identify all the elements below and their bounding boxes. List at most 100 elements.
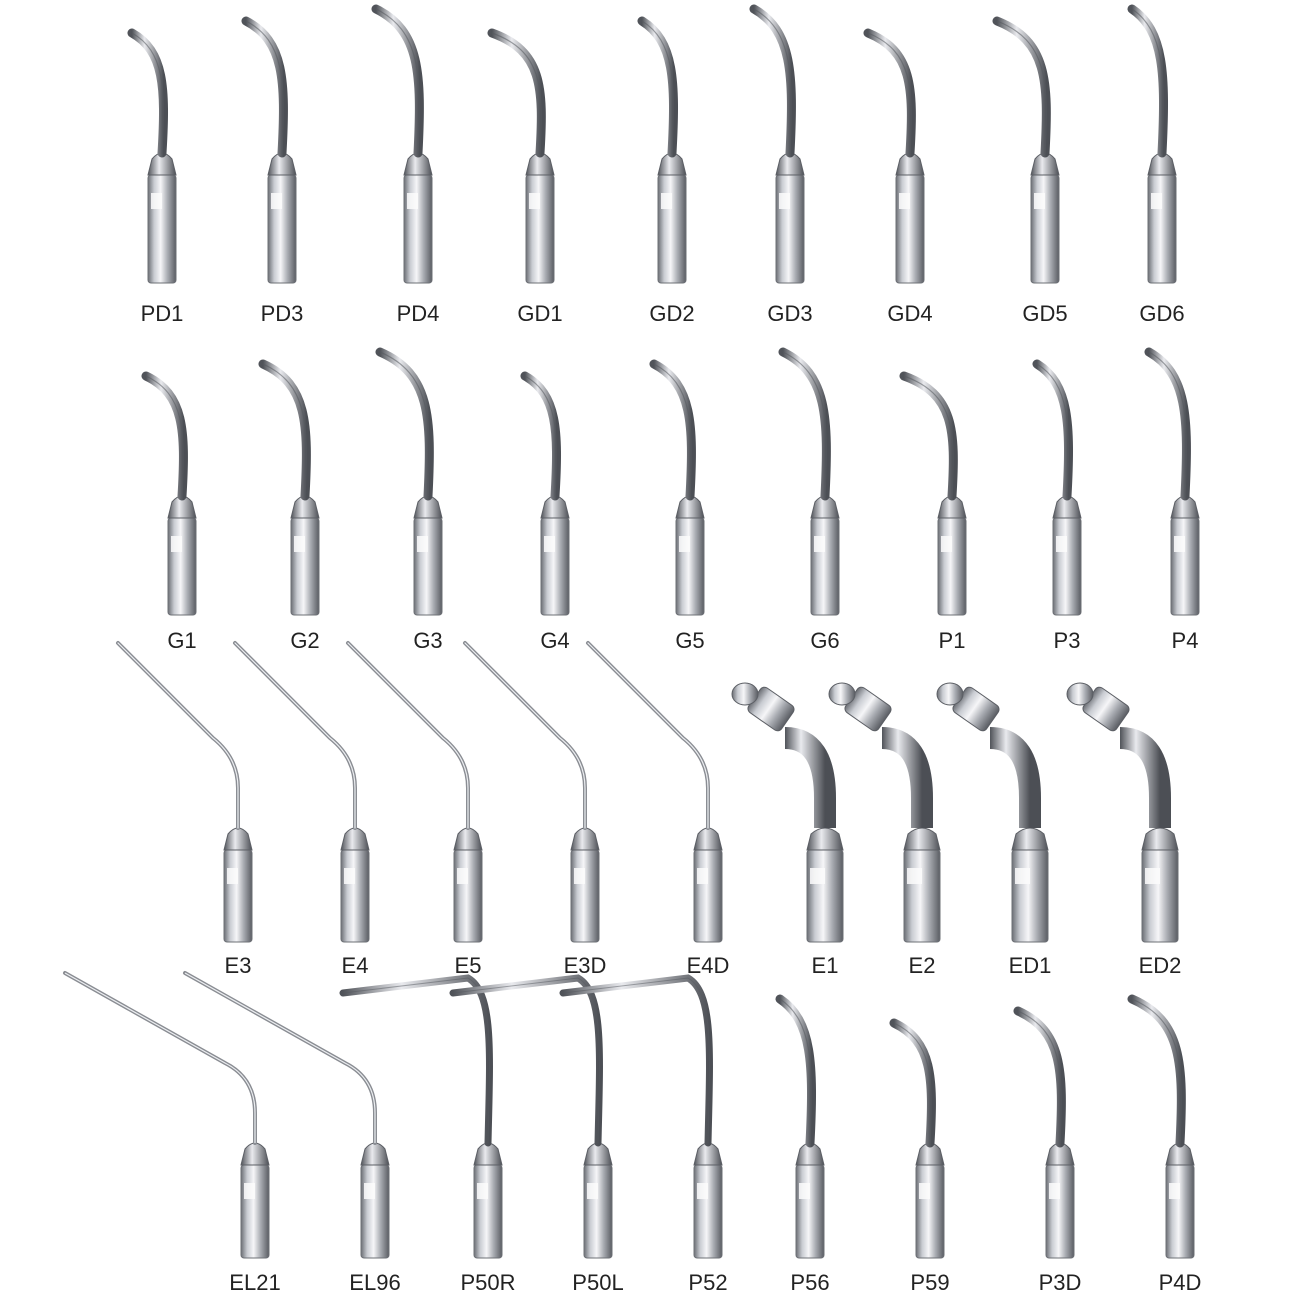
tip-body bbox=[775, 174, 805, 284]
scaler-tip bbox=[637, 16, 687, 284]
tip-facet bbox=[364, 1183, 375, 1199]
tip-body bbox=[223, 849, 253, 943]
tip-label: P56 bbox=[790, 1270, 830, 1295]
tip-body bbox=[1170, 517, 1200, 616]
scaler-tip bbox=[992, 16, 1060, 284]
scaler-tip bbox=[778, 347, 840, 616]
tip-shank-edge bbox=[1131, 8, 1165, 154]
tip-shank-edge bbox=[1017, 1010, 1062, 1144]
tip-body bbox=[147, 174, 177, 284]
scaler-tip bbox=[1066, 682, 1179, 943]
tip-facet bbox=[919, 1183, 930, 1199]
tip-file-shine bbox=[464, 642, 586, 829]
tip-facet bbox=[1034, 193, 1045, 209]
tip-body bbox=[1052, 517, 1082, 616]
tip-facet bbox=[587, 1183, 598, 1199]
tip-elbow bbox=[881, 727, 933, 828]
tip-label: P50R bbox=[460, 1270, 516, 1295]
tip-body bbox=[693, 1164, 723, 1259]
scaler-tip bbox=[749, 4, 805, 284]
tip-cap bbox=[936, 682, 964, 706]
tip-shank-edge bbox=[893, 1022, 933, 1144]
tip-collar bbox=[223, 827, 253, 851]
tip-shank bbox=[487, 28, 546, 158]
tip-label: P52 bbox=[688, 1270, 728, 1295]
tip-collar bbox=[360, 1142, 390, 1166]
tip-facet bbox=[941, 536, 952, 552]
tip-hook-edge bbox=[342, 977, 490, 1144]
tip-elbow bbox=[784, 727, 836, 828]
tip-facet bbox=[407, 193, 418, 209]
tip-body bbox=[795, 1164, 825, 1259]
tip-label: GD6 bbox=[1139, 301, 1185, 326]
tip-shank-edge bbox=[996, 20, 1047, 154]
tip-body bbox=[1045, 1164, 1075, 1259]
tip-label: E1 bbox=[811, 953, 839, 978]
tip-body bbox=[360, 1164, 390, 1259]
tip-body bbox=[403, 174, 433, 284]
tip-collar bbox=[1011, 827, 1049, 851]
scaler-tip bbox=[1032, 359, 1082, 616]
tip-file-shine bbox=[234, 642, 356, 829]
scaler-tip bbox=[258, 359, 320, 616]
scaler-tip bbox=[183, 971, 390, 1259]
tip-shank-edge bbox=[867, 32, 912, 154]
tip-file-shine bbox=[347, 642, 469, 829]
tip-body bbox=[340, 849, 370, 943]
tip-file bbox=[463, 641, 587, 830]
scaler-tip bbox=[375, 347, 443, 616]
tip-file bbox=[116, 641, 240, 830]
tip-file-shine bbox=[184, 972, 376, 1143]
tip-facet bbox=[779, 193, 790, 209]
tip-shank bbox=[749, 4, 796, 158]
tip-body bbox=[1030, 174, 1060, 284]
tip-elbow bbox=[989, 727, 1041, 828]
tip-label: P3 bbox=[1053, 628, 1081, 653]
tip-label: GD3 bbox=[767, 301, 813, 326]
tip-shank bbox=[520, 371, 561, 501]
tip-body bbox=[453, 849, 483, 943]
tip-file-shine bbox=[117, 642, 239, 829]
tip-label: PD1 bbox=[140, 301, 184, 326]
tip-label: EL21 bbox=[229, 1270, 281, 1295]
tip-shank-edge bbox=[1036, 363, 1070, 497]
tip-hook bbox=[449, 974, 603, 1147]
tip-facet bbox=[1151, 193, 1162, 209]
tip-cap bbox=[1066, 682, 1094, 706]
tip-collar bbox=[453, 827, 483, 851]
tip-label: GD5 bbox=[1022, 301, 1068, 326]
tip-shank-edge bbox=[782, 351, 827, 497]
tip-hook-edge bbox=[452, 977, 600, 1144]
tip-shank-edge bbox=[753, 8, 793, 154]
tip-shank bbox=[637, 16, 679, 158]
tip-label: GD2 bbox=[649, 301, 695, 326]
tip-file-shine bbox=[64, 972, 256, 1143]
tip-facet bbox=[810, 868, 825, 884]
tip-body bbox=[583, 1164, 613, 1259]
tip-shank bbox=[258, 359, 311, 501]
tip-facet bbox=[799, 1183, 810, 1199]
tip-label: P50L bbox=[572, 1270, 624, 1295]
tip-shank bbox=[1013, 1006, 1066, 1148]
tip-label: G2 bbox=[290, 628, 320, 653]
tip-shank-edge bbox=[131, 32, 165, 154]
tip-facet bbox=[661, 193, 672, 209]
tip-facet bbox=[344, 868, 355, 884]
scaler-tip bbox=[863, 28, 925, 284]
tip-label: E3D bbox=[563, 953, 607, 978]
tip-hook bbox=[339, 974, 493, 1147]
tip-shank-edge bbox=[903, 375, 954, 497]
tip-body bbox=[473, 1164, 503, 1259]
tip-shank bbox=[1127, 4, 1169, 158]
tip-facet bbox=[697, 868, 708, 884]
tip-label: GD1 bbox=[517, 301, 563, 326]
tip-shank-edge bbox=[145, 375, 185, 497]
tip-shank bbox=[775, 994, 817, 1148]
scaler-tip bbox=[346, 641, 483, 943]
scaler-tip bbox=[586, 641, 723, 943]
tip-file bbox=[346, 641, 470, 830]
tip-shank bbox=[141, 371, 188, 501]
tip-body bbox=[1147, 174, 1177, 284]
tip-label: P4 bbox=[1171, 628, 1199, 653]
